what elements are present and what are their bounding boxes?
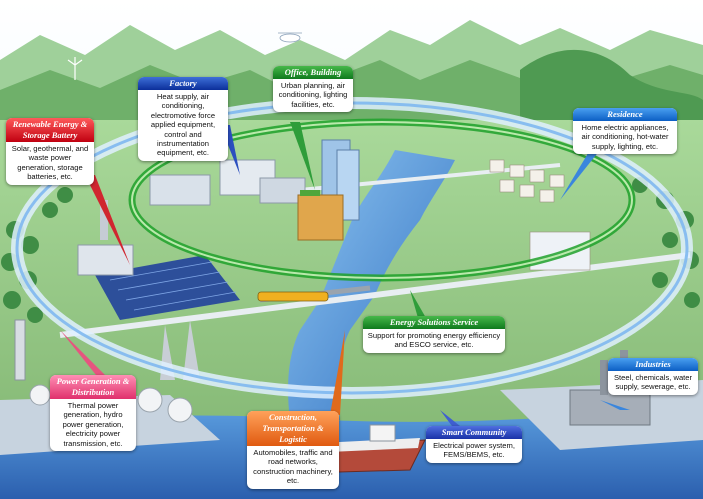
callout-office: Office, Building Urban planning, air con… bbox=[273, 66, 353, 113]
pointer-smart bbox=[440, 410, 465, 430]
callout-energy-solutions-title: Energy Solutions Service bbox=[363, 316, 505, 329]
callout-industries-body: Steel, chemicals, water supply, sewerage… bbox=[613, 373, 693, 392]
callout-construction-body: Automobiles, traffic and road networks, … bbox=[253, 448, 333, 486]
train bbox=[257, 291, 329, 302]
callout-residence-title: Residence bbox=[573, 108, 677, 121]
helicopter-icon bbox=[278, 32, 302, 43]
river bbox=[288, 150, 455, 420]
pointer-office bbox=[290, 122, 315, 190]
pointer-renewable bbox=[85, 175, 130, 265]
callout-energy-solutions: Energy Solutions Service Support for pro… bbox=[363, 316, 505, 353]
callout-residence: Residence Home electric appliances, air … bbox=[573, 108, 677, 155]
callout-construction-title: Construction, Transportation & Logistic bbox=[247, 411, 339, 446]
callout-renewable: Renewable Energy & Storage Battery Solar… bbox=[6, 118, 94, 185]
pointer-power bbox=[60, 330, 110, 380]
pointer-industries bbox=[600, 400, 630, 410]
callout-smart-community-body: Electrical power system, FEMS/BEMS, etc. bbox=[433, 441, 515, 460]
pointer-construction bbox=[330, 330, 345, 415]
forest-left bbox=[1, 187, 73, 323]
callout-renewable-title: Renewable Energy & Storage Battery bbox=[6, 118, 94, 142]
pointer-residence bbox=[560, 150, 600, 200]
callout-factory: Factory Heat supply, air conditioning, e… bbox=[138, 77, 228, 161]
callout-factory-title: Factory bbox=[138, 77, 228, 90]
callout-power-generation-body: Thermal power generation, hydro power ge… bbox=[62, 401, 124, 448]
callout-power-generation: Power Generation & Distribution Thermal … bbox=[50, 375, 136, 452]
factory-buildings bbox=[77, 159, 306, 276]
wind-turbine-icon bbox=[67, 57, 83, 80]
callout-smart-community-title: Smart Community bbox=[426, 426, 522, 439]
callout-office-title: Office, Building bbox=[273, 66, 353, 79]
callout-power-generation-title: Power Generation & Distribution bbox=[50, 375, 136, 399]
energy-ring-green-hi bbox=[131, 121, 633, 279]
callout-energy-solutions-body: Support for promoting energy efficiency … bbox=[367, 331, 501, 350]
callout-factory-body: Heat supply, air conditioning, electromo… bbox=[150, 92, 216, 158]
callout-renewable-body: Solar, geothermal, and waste power gener… bbox=[11, 144, 89, 182]
callout-industries-title: Industries bbox=[608, 358, 698, 371]
callout-office-body: Urban planning, air conditioning, lighti… bbox=[278, 81, 348, 109]
callout-industries: Industries Steel, chemicals, water suppl… bbox=[608, 358, 698, 395]
office-towers bbox=[297, 139, 360, 241]
callout-smart-community: Smart Community Electrical power system,… bbox=[426, 426, 522, 463]
callout-residence-body: Home electric appliances, air conditioni… bbox=[581, 123, 669, 151]
callout-construction: Construction, Transportation & Logistic … bbox=[247, 411, 339, 489]
